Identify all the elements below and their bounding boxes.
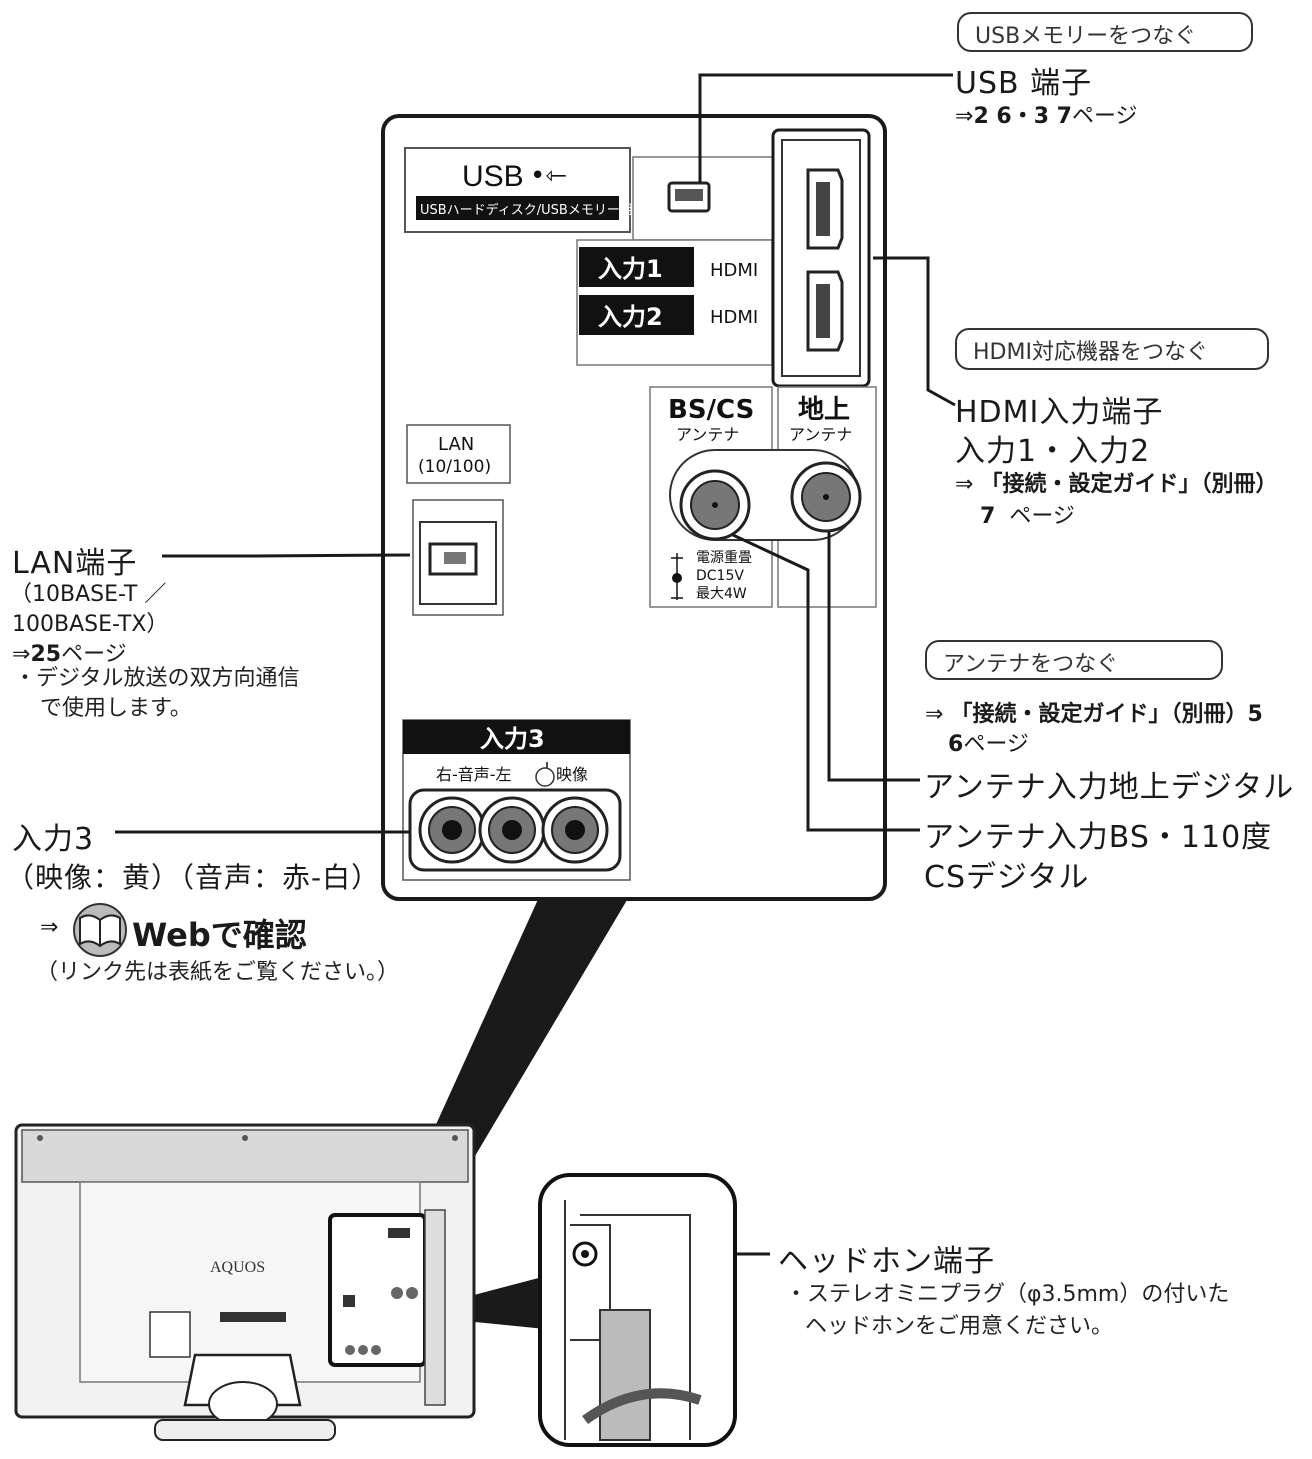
- headphone-note-1: ・ステレオミニプラグ（φ3.5mm）の付いた: [785, 1282, 1230, 1307]
- usb-symbol: •⇽: [530, 161, 567, 191]
- hdmi-ref-page: 7: [980, 504, 996, 529]
- lan-page-ref: ⇒25ページ: [12, 636, 127, 668]
- antenna-connect-pill: アンテナをつなぐ: [925, 640, 1223, 680]
- tv-logo: AQUOS: [210, 1259, 265, 1276]
- antenna-ref-prefix: ⇒: [925, 702, 944, 727]
- hdmi1-port-icon: [806, 168, 844, 250]
- usb-terminal-title: USB 端子: [955, 66, 1093, 101]
- headphone-zoom-wedge: [455, 1275, 555, 1330]
- hdmi1-label: HDMI: [710, 260, 758, 281]
- lan-speed-label: (10/100): [418, 457, 491, 477]
- bscs-antenna-title: アンテナ入力BS・110度: [924, 820, 1273, 855]
- bscs-sub-label: アンテナ: [676, 425, 739, 444]
- antenna-ref-page: 6: [948, 732, 964, 757]
- terrestrial-antenna-title: アンテナ入力地上デジタル: [924, 770, 1295, 805]
- terrestrial-label: 地上: [798, 395, 850, 425]
- lan-ref-suffix: ページ: [61, 642, 127, 667]
- lan-note-2: で使用します。: [40, 696, 192, 721]
- antenna-page-ref: ⇒ 「接続・設定ガイド」（別冊）5: [925, 696, 1263, 728]
- terrestrial-antenna-port-icon: [790, 461, 862, 533]
- hdmi-page-ref: ⇒ 「接続・設定ガイド」（別冊）: [955, 466, 1277, 498]
- hdmi-page-ref-2: 7 ページ: [980, 498, 1075, 530]
- headphone-terminal-title: ヘッドホン端子: [778, 1244, 995, 1279]
- antenna-ref-suffix: ページ: [963, 732, 1029, 757]
- bscs-antenna-title-2: CSデジタル: [924, 860, 1090, 895]
- hdmi-connect-pill: HDMI対応機器をつなぐ: [955, 328, 1269, 370]
- antenna-page-ref-2: 6ページ: [948, 726, 1029, 758]
- lan-note-1: ・デジタル放送の双方向通信: [14, 666, 300, 691]
- lan-ref-prefix: ⇒: [12, 642, 31, 667]
- hdmi2-port-icon: [806, 270, 844, 352]
- bscs-label: BS/CS: [668, 395, 754, 425]
- antenna-ref-guide: 「接続・設定ガイド」（別冊）5: [950, 702, 1263, 727]
- lan-terminal-title: LAN端子: [12, 546, 138, 581]
- web-link-note: （リンク先は表紙をご覧ください。）: [36, 960, 400, 985]
- usb-logo: USB: [462, 160, 524, 193]
- input3-title: 入力3: [12, 822, 95, 857]
- rca-left-audio-icon: [478, 796, 546, 864]
- usb-port-icon: [667, 181, 711, 213]
- power-note-2: DC15V: [696, 568, 744, 584]
- power-note-3: 最大4W: [696, 586, 747, 602]
- input1-label: 入力1: [598, 255, 663, 283]
- hdmi-leader-line: [873, 256, 956, 407]
- hdmi-ref-prefix: ⇒: [955, 472, 974, 497]
- book-icon: [73, 903, 127, 957]
- hdmi-inputs-title: 入力1・入力2: [955, 434, 1151, 469]
- power-note-1: 電源重畳: [696, 550, 752, 566]
- lan-spec-2: 100BASE-TX）: [12, 612, 169, 637]
- terminal-panel: USB •⇽ USBハードディスク/USBメモリー用 入力1 HDMI 入力2 …: [381, 114, 887, 901]
- usb-connect-pill: USBメモリーをつなぐ: [957, 12, 1253, 52]
- usb-ref-pages: 2 6・3 7: [973, 104, 1072, 129]
- usb-ref-suffix: ページ: [1072, 104, 1138, 129]
- usb-caption: USBハードディスク/USBメモリー用: [420, 202, 633, 218]
- web-ref-prefix: ⇒: [40, 915, 59, 940]
- audio-label: 右-音声-左: [436, 765, 512, 784]
- input2-label: 入力2: [598, 303, 663, 331]
- input3-detail: （映像：黄）（音声：赤-白）: [6, 861, 381, 894]
- headphone-jack-icon: [572, 1241, 598, 1267]
- bscs-antenna-port-icon: [679, 469, 751, 541]
- rca-video-icon: [541, 796, 609, 864]
- bscs-leader-line: [732, 533, 920, 832]
- terrestrial-leader-line: [827, 532, 920, 782]
- lan-port-icon: [428, 542, 478, 576]
- rca-right-audio-icon: [418, 796, 486, 864]
- usb-page-ref: ⇒2 6・3 7ページ: [955, 98, 1138, 130]
- hdmi2-label: HDMI: [710, 307, 758, 328]
- usb-leader-line: [698, 73, 953, 183]
- hdmi-ref-guide: 「接続・設定ガイド」（別冊）: [980, 472, 1278, 497]
- polarity-icon: [671, 553, 683, 600]
- lan-leader-line: [162, 553, 411, 558]
- lan-spec-1: （10BASE-T ／: [10, 582, 167, 607]
- lan-ref-page: 25: [30, 642, 62, 667]
- input3-panel-label: 入力3: [480, 725, 545, 753]
- hdmi-ref-suffix: ページ: [1009, 504, 1075, 529]
- video-label: 映像: [556, 765, 588, 784]
- web-confirm-link[interactable]: Webで確認: [132, 916, 307, 954]
- headphone-note-2: ヘッドホンをご用意ください。: [805, 1314, 1114, 1339]
- headphone-zoom-illustration: [538, 1173, 737, 1447]
- terrestrial-sub-label: アンテナ: [789, 425, 852, 444]
- hdmi-terminal-title: HDMI入力端子: [955, 395, 1164, 430]
- tv-rear-illustration: AQUOS: [14, 1123, 476, 1441]
- usb-ref-prefix: ⇒: [955, 104, 974, 129]
- lan-label: LAN: [438, 434, 474, 455]
